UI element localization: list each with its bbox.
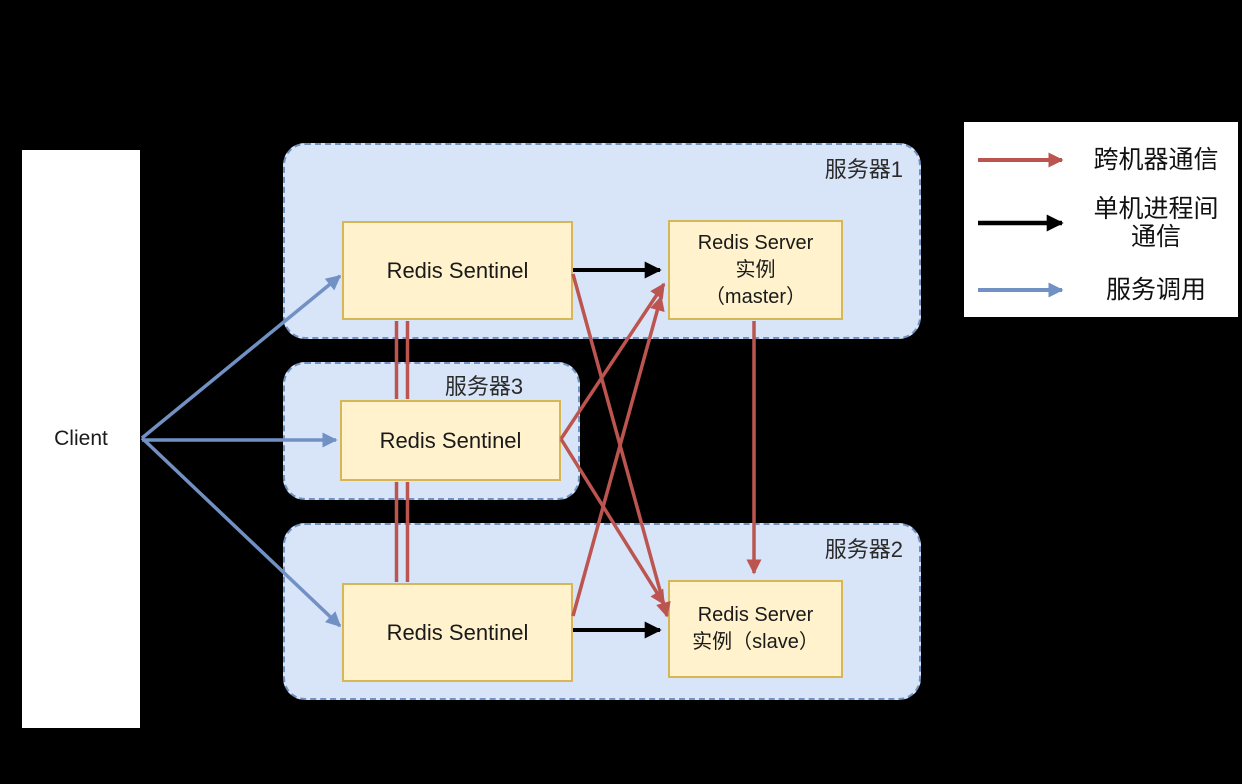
- legend-item-single-machine-ipc: 单机进程间 通信: [974, 192, 1230, 254]
- sentinel3-label: Redis Sentinel: [379, 427, 522, 453]
- sentinel1-node: Redis Sentinel: [342, 221, 573, 320]
- legend: 跨机器通信 单机进程间 通信 服务调用: [964, 122, 1238, 317]
- slave-node: Redis Server 实例（slave）: [668, 580, 843, 678]
- master-label-line2: 实例: [735, 258, 776, 281]
- service-call-arrow-icon: [978, 282, 1064, 298]
- server3-label: 服务器3: [444, 374, 524, 399]
- legend-label-cross-machine: 跨机器通信: [1093, 146, 1219, 174]
- server2-label: 服务器2: [824, 537, 903, 562]
- cross-machine-arrow-icon: [978, 152, 1064, 168]
- master-label-line1: Redis Server: [697, 231, 814, 254]
- sentinel3-node: Redis Sentinel: [340, 400, 561, 481]
- sentinel1-label: Redis Sentinel: [386, 257, 529, 283]
- master-label-line3: （master）: [704, 285, 807, 308]
- legend-label-single-machine-ipc: 单机进程间 通信: [1093, 195, 1219, 251]
- legend-item-cross-machine: 跨机器通信: [974, 140, 1230, 180]
- single-machine-ipc-arrow-icon: [978, 214, 1064, 232]
- legend-item-service-call: 服务调用: [974, 270, 1230, 310]
- client-node: Client: [22, 150, 140, 728]
- slave-label-line2: 实例（slave）: [692, 631, 819, 653]
- slave-label-line1: Redis Server: [697, 604, 814, 626]
- sentinel2-node: Redis Sentinel: [342, 583, 573, 682]
- legend-label-service-call: 服务调用: [1105, 276, 1206, 304]
- master-node: Redis Server 实例 （master）: [668, 220, 843, 320]
- client-label: Client: [54, 427, 108, 450]
- server1-label: 服务器1: [824, 157, 903, 182]
- sentinel2-label: Redis Sentinel: [386, 619, 529, 645]
